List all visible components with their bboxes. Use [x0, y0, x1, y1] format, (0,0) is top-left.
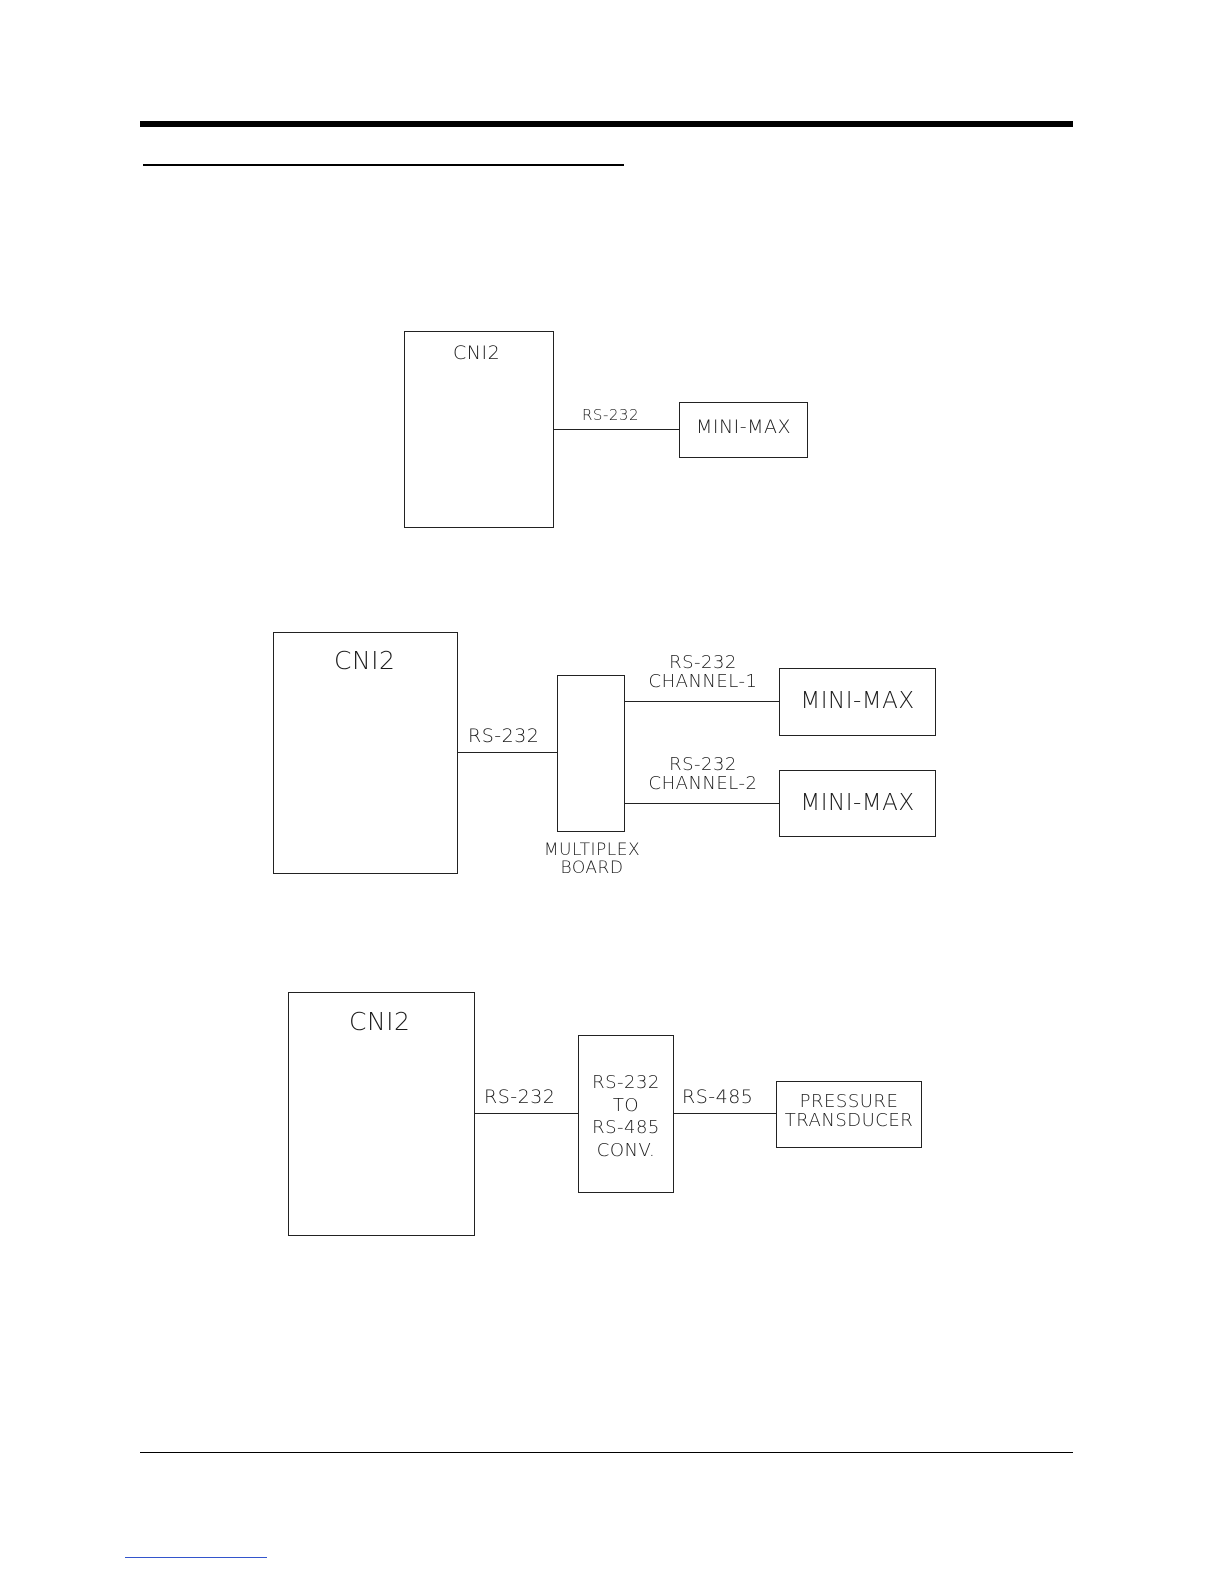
multiplex-board-block — [557, 675, 625, 832]
rs232-label: RS-232 — [484, 1088, 555, 1108]
converter-label: RS-232 TO RS-485 CONV. — [578, 1072, 674, 1162]
rs232-connection — [458, 752, 558, 753]
channel-2-label: RS-232 CHANNEL-2 — [628, 756, 778, 794]
rs485-connection — [674, 1113, 777, 1114]
header-section-underline — [143, 164, 624, 166]
multiplex-board-line-2: BOARD — [522, 860, 662, 878]
converter-line-3: RS-485 — [578, 1117, 674, 1140]
pressure-transducer-label: PRESSURE TRANSDUCER — [776, 1093, 922, 1131]
converter-line-4: CONV. — [578, 1140, 674, 1163]
rs232-connection — [554, 429, 680, 430]
mini-max-label-1: MINI-MAX — [779, 689, 936, 713]
channel-2-connection — [625, 803, 780, 804]
channel-1-label: RS-232 CHANNEL-1 — [628, 654, 778, 692]
converter-line-1: RS-232 — [578, 1072, 674, 1095]
rs485-label: RS-485 — [682, 1088, 753, 1108]
multiplex-board-label: MULTIPLEX BOARD — [522, 842, 662, 878]
rs232-connection — [475, 1113, 579, 1114]
header-thick-rule — [140, 121, 1073, 127]
cni2-label: CNI2 — [334, 648, 395, 674]
pressure-transducer-line-2: TRANSDUCER — [776, 1112, 922, 1131]
channel-2-line-2: CHANNEL-2 — [628, 775, 778, 794]
footer-rule — [140, 1452, 1073, 1453]
rs232-label: RS-232 — [468, 727, 539, 747]
converter-line-2: TO — [578, 1095, 674, 1118]
cni2-label: CNI2 — [349, 1009, 410, 1035]
cni2-label: CNI2 — [453, 344, 500, 364]
rs232-label: RS-232 — [582, 408, 639, 424]
mini-max-label-2: MINI-MAX — [779, 791, 936, 815]
channel-1-connection — [625, 701, 780, 702]
footer-link-underline — [125, 1557, 267, 1558]
mini-max-label: MINI-MAX — [679, 418, 808, 438]
channel-1-line-2: CHANNEL-1 — [628, 673, 778, 692]
